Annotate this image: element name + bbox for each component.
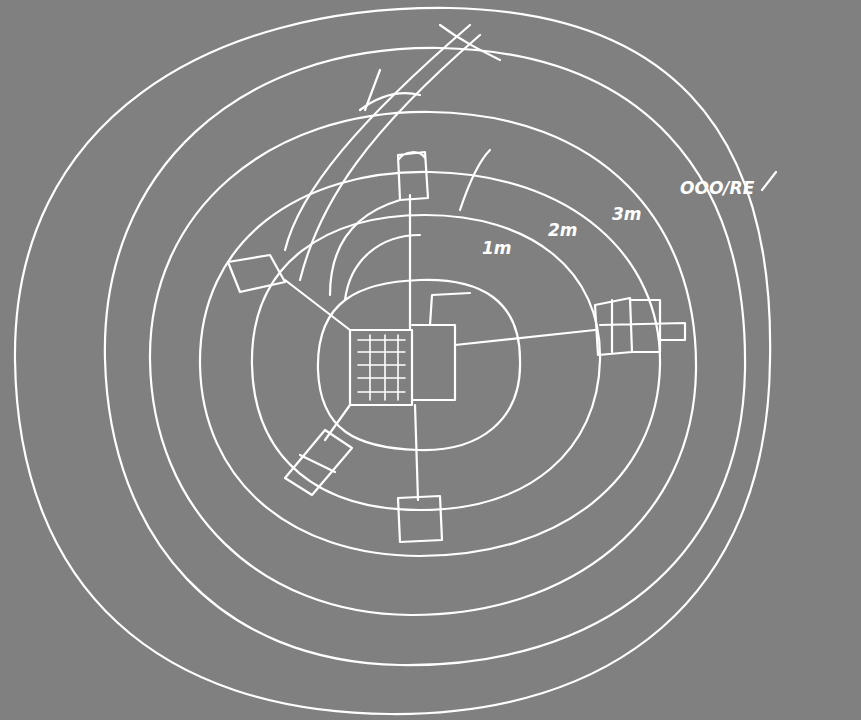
satellite-box — [285, 430, 352, 495]
satellite-box — [595, 298, 685, 355]
sketch-stroke — [345, 235, 420, 300]
sketch-stroke — [365, 70, 380, 110]
sketch-stroke — [330, 200, 400, 295]
satellite-box — [398, 152, 428, 200]
ring — [252, 215, 600, 510]
ring — [318, 280, 520, 450]
ring — [200, 172, 660, 556]
ring — [105, 48, 745, 665]
distance-label: 1m — [482, 240, 512, 257]
distance-label: OOO/RE — [680, 180, 754, 197]
satellite-box — [228, 255, 285, 292]
central-block — [412, 325, 455, 400]
central-hatch — [358, 335, 405, 400]
road — [285, 280, 350, 330]
distance-label: 2m — [548, 222, 578, 239]
road — [325, 405, 350, 440]
road — [455, 330, 595, 345]
sketch-stroke — [300, 35, 480, 280]
sketch-stroke — [460, 150, 490, 210]
slash — [762, 172, 776, 190]
road — [430, 293, 470, 325]
satellite-box — [398, 496, 442, 542]
ring — [15, 8, 770, 714]
ring — [150, 112, 696, 615]
distance-label: 3m — [612, 206, 642, 223]
sketch-stroke — [440, 25, 500, 60]
central-block — [350, 330, 412, 405]
